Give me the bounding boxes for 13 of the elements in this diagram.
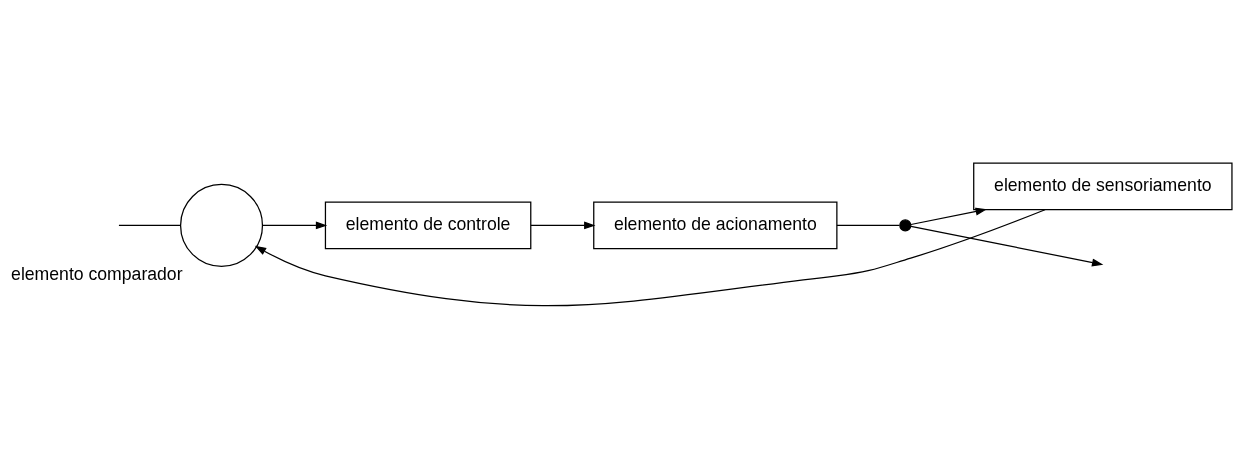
node-circle xyxy=(179,183,264,267)
node-label: elemento comparador xyxy=(11,263,183,284)
arrow xyxy=(910,207,987,225)
connector xyxy=(836,224,900,226)
arrow xyxy=(262,220,328,229)
node-box: elemento de controle xyxy=(324,200,532,249)
node-box: elemento de sensoriamento xyxy=(973,161,1233,210)
node-box: elemento de acionamento xyxy=(593,200,838,249)
connector xyxy=(118,224,181,226)
arrow xyxy=(910,225,1104,266)
arrow xyxy=(530,220,596,229)
node-dot xyxy=(899,218,912,231)
arrow xyxy=(254,208,1046,306)
